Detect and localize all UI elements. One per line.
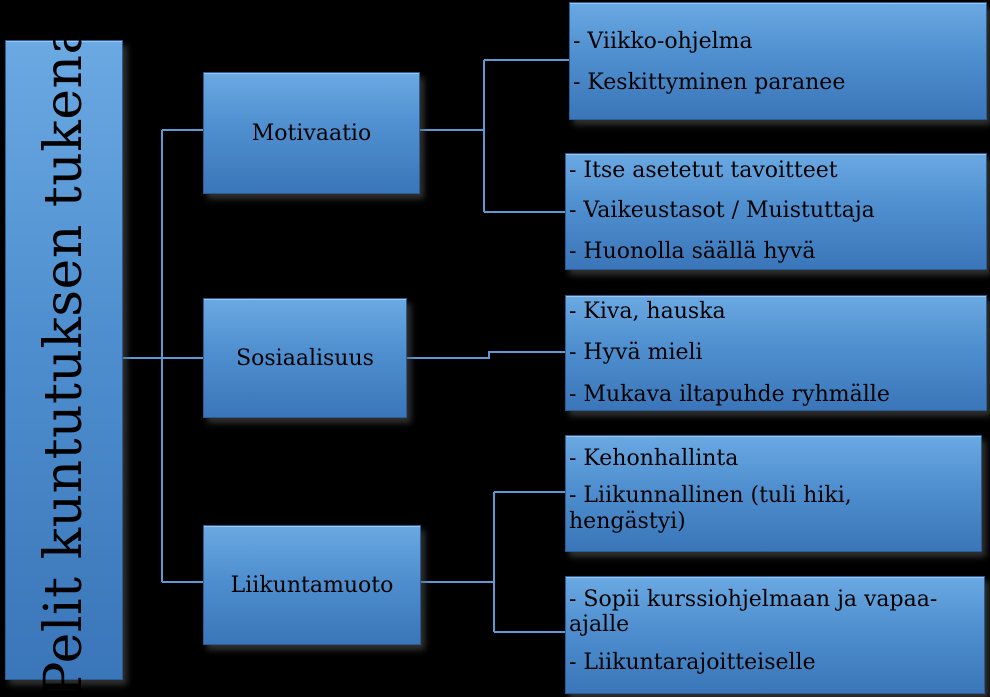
leaf-item: - Sopii kurssiohjelmaan ja vapaa-ajalle: [569, 587, 938, 638]
leaf-item: - Vaikeustasot / Muistuttaja: [569, 198, 875, 224]
leaf-motivaatio-2: - Itse asetetut tavoitteet - Vaikeustaso…: [565, 153, 987, 270]
branch-motivaatio: Motivaatio: [203, 72, 420, 194]
branch-liikuntamuoto: Liikuntamuoto: [203, 525, 421, 645]
leaf-item: - Hyvä mieli: [569, 340, 703, 366]
leaf-item: - Keskittyminen paranee: [573, 70, 846, 96]
leaf-item: - Mukava iltapuhde ryhmälle: [569, 381, 890, 407]
branch-label: Liikuntamuoto: [230, 572, 394, 598]
leaf-sosiaalisuus-1: - Kiva, hauska - Hyvä mieli - Mukava ilt…: [565, 295, 987, 411]
branch-label: Sosiaalisuus: [236, 345, 374, 371]
leaf-liikuntamuoto-1: - Kehonhallinta - Liikunnallinen (tuli h…: [565, 435, 982, 552]
leaf-item: - Viikko-ohjelma: [573, 29, 753, 54]
leaf-motivaatio-1: - Viikko-ohjelma - Keskittyminen paranee: [569, 2, 987, 120]
branch-label: Motivaatio: [251, 120, 372, 146]
branch-sosiaalisuus: Sosiaalisuus: [203, 298, 407, 418]
root-node: Pelit kuntutuksen tukena: [5, 23, 123, 697]
leaf-item: - Liikunnallinen (tuli hiki, hengästyi): [569, 483, 852, 534]
leaf-item: - Itse asetetut tavoitteet: [569, 158, 838, 183]
leaf-liikuntamuoto-2: - Sopii kurssiohjelmaan ja vapaa-ajalle …: [565, 576, 985, 694]
leaf-item: - Kiva, hauska: [569, 299, 726, 324]
connector-root-trunk: [123, 130, 163, 582]
connector-motivaatio-leaves: [420, 59, 569, 213]
root-label: Pelit kuntutuksen tukena: [34, 23, 94, 697]
leaf-item: - Huonolla säällä hyvä: [569, 238, 816, 264]
leaf-item: - Kehonhallinta: [569, 446, 739, 471]
connector-sosiaalisuus-leaf: [407, 351, 565, 359]
leaf-item: - Liikuntarajoitteiselle: [569, 649, 816, 675]
connector-liikuntamuoto-leaves: [421, 491, 565, 633]
